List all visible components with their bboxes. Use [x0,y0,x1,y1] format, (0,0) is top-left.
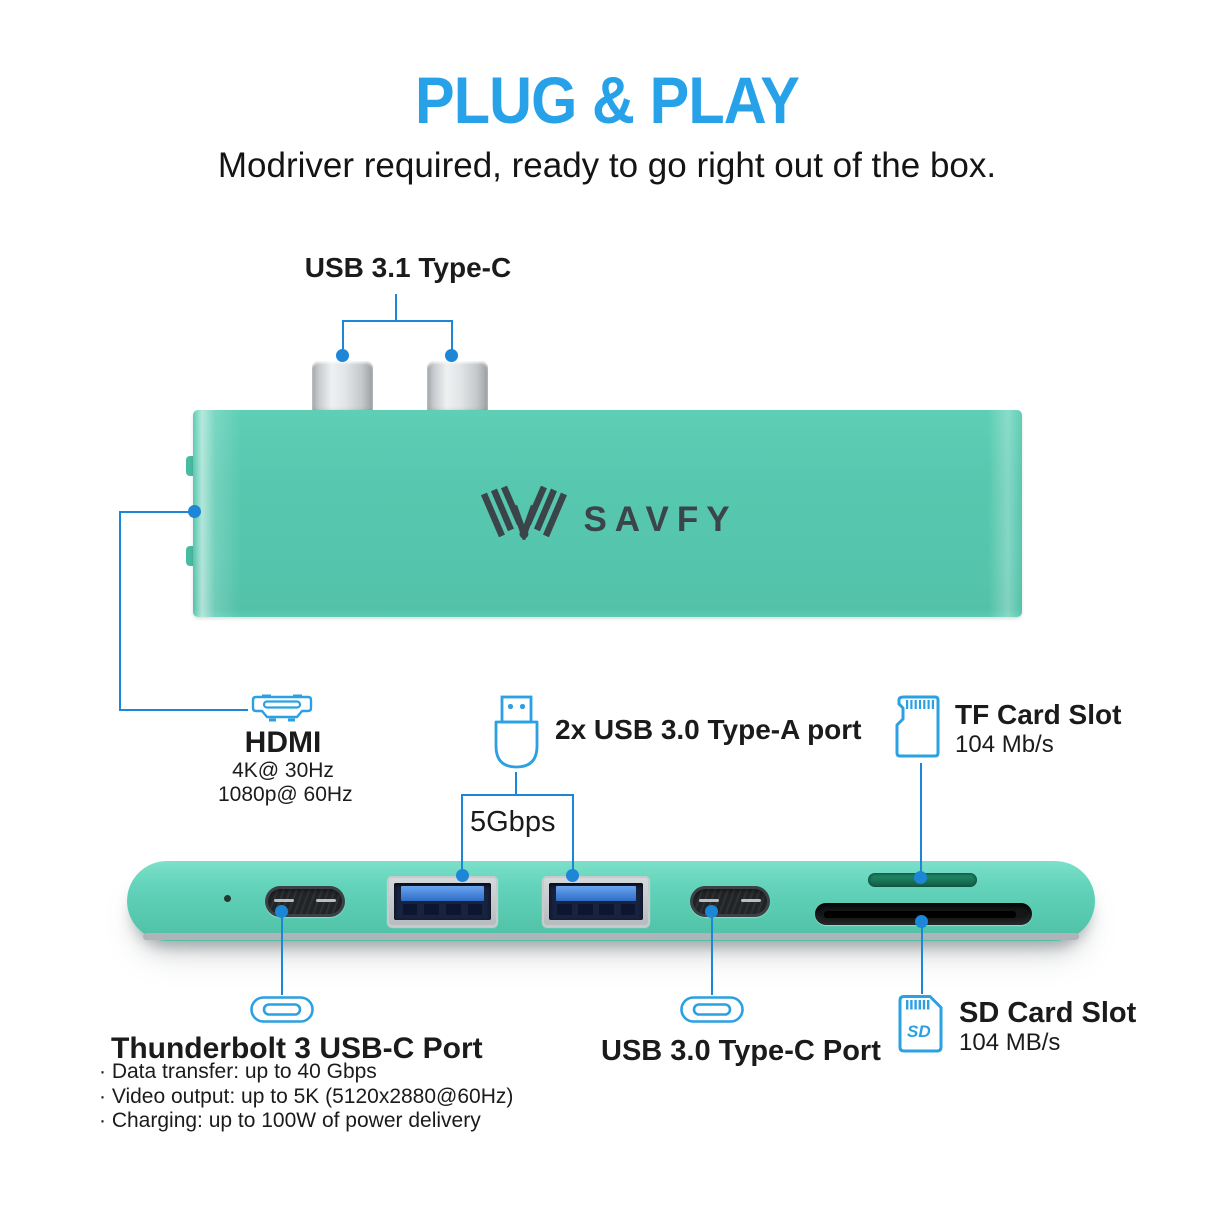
callout-line [119,511,121,711]
callout-dot [915,915,928,928]
usb-c-oval-icon [680,996,744,1023]
usb-a-tongue [555,886,637,902]
callout-dot [188,505,201,518]
thunderbolt3-port [265,886,345,917]
sd-card-speed: 104 MB/s [959,1029,1061,1056]
hub-side-view [127,861,1095,941]
sd-card-slot [815,903,1032,925]
led-indicator [224,895,231,902]
hdmi-spec-4k: 4K@ 30Hz [232,759,334,782]
callout-line [711,911,713,995]
usb-a-port-1 [387,876,498,927]
usbc-port-label: USB 3.0 Type-C Port [601,1035,881,1067]
usb-a-port-inner [394,883,491,920]
sd-icon-text: SD [907,1022,931,1041]
thunderbolt-bullet-1: · Data transfer: up to 40 Gbps [99,1060,377,1083]
usb-a-pins [402,904,483,915]
page-title: PLUG & PLAY [415,63,800,137]
sd-card-label: SD Card Slot [959,997,1137,1029]
savfy-logo-text: SAVFY [583,499,738,539]
callout-dot [456,869,469,882]
callout-line [461,794,463,878]
usbc-connector-left [312,361,373,413]
savfy-w-mark-icon [480,485,567,540]
savfy-logo: SAVFY [477,485,738,540]
callout-line [119,511,195,513]
callout-line [921,921,923,994]
tf-card-speed: 104 Mb/s [955,731,1054,758]
callout-dot [336,349,349,362]
usbc-connector-right [427,361,488,413]
usba-label: 2x USB 3.0 Type-A port [555,714,862,745]
callout-dot [445,349,458,362]
page-subtitle: Modriver required, ready to go right out… [217,146,997,185]
hdmi-label: HDMI [244,726,322,759]
usb-a-pins [557,904,635,915]
usb-a-port-inner [549,883,643,920]
callout-line [515,772,517,796]
tf-card-label: TF Card Slot [955,699,1122,730]
port-contact [316,899,336,902]
callout-line [461,794,574,796]
usb-c-oval-icon [250,996,314,1023]
callout-line [281,911,283,995]
hdmi-spec-1080p: 1080p@ 60Hz [218,783,353,806]
callout-dot [914,871,927,884]
port-contact [699,899,719,902]
usb-a-port-2 [542,876,650,927]
sd-card-slot-opening [824,911,1016,918]
usb-a-tongue [400,886,485,902]
usba-speed-label: 5Gbps [470,806,556,838]
callout-line [572,794,574,878]
thunderbolt-bullet-3: · Charging: up to 100W of power delivery [99,1109,481,1132]
hdmi-connector-icon [251,694,313,722]
hub-bottom-edge [143,933,1079,940]
callout-line [119,709,248,711]
usb-c-port [690,886,770,917]
callout-dot [566,869,579,882]
sd-card-icon: SD [898,995,943,1053]
usb31-typec-label: USB 3.1 Type-C [304,252,512,283]
thunderbolt-label: Thunderbolt 3 USB-C Port [111,1032,483,1065]
hub-top-view: SAVFY [193,410,1022,617]
port-contact [741,899,761,902]
hub-side-notch [186,456,196,476]
callout-dot [275,905,288,918]
usb-plug-icon [494,695,539,769]
callout-line [451,320,453,352]
hub-side-notch [186,546,196,566]
port-contact [274,899,294,902]
callout-line [395,294,397,322]
callout-line [920,763,922,877]
microsd-card-icon [895,695,940,758]
callout-line [342,320,453,322]
callout-line [342,320,344,352]
thunderbolt-bullet-2: · Video output: up to 5K (5120x2880@60Hz… [99,1085,514,1108]
callout-dot [705,905,718,918]
